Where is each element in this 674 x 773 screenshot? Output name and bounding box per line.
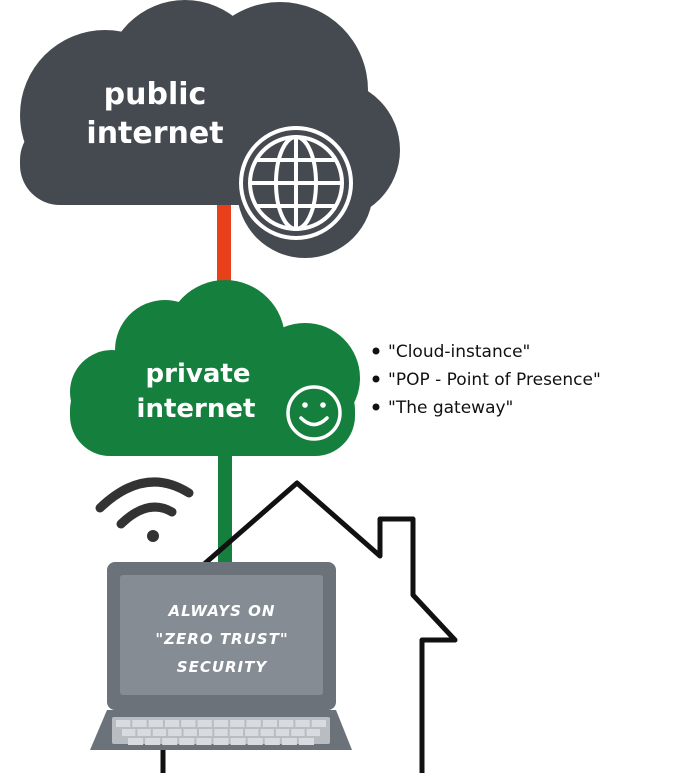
- laptop-screen-line3: SECURITY: [177, 658, 269, 676]
- public-cloud-label-line1: public: [104, 77, 207, 112]
- laptop-screen-line2: "ZERO TRUST": [155, 630, 288, 648]
- bullet-item-gateway: "The gateway": [388, 398, 513, 418]
- keyboard-key: [197, 720, 212, 727]
- keyboard-key: [306, 729, 320, 736]
- bullet-item-cloud-instance: "Cloud-instance": [388, 342, 530, 362]
- bullet-dot: [372, 375, 380, 383]
- smiley-icon: [286, 385, 342, 441]
- keyboard-key: [245, 729, 259, 736]
- keyboard-key: [264, 738, 280, 745]
- keyboard-key: [247, 738, 263, 745]
- keyboard-key: [128, 738, 144, 745]
- keyboard-key: [181, 720, 196, 727]
- keyboard-key: [132, 720, 147, 727]
- keyboard-key: [152, 729, 167, 736]
- bullet-dot: [372, 347, 380, 355]
- keyboard-key: [281, 738, 297, 745]
- laptop-icon: ALWAYS ON "ZERO TRUST" SECURITY: [90, 562, 352, 750]
- gateway-bullet-list: "Cloud-instance" "POP - Point of Presenc…: [372, 342, 601, 418]
- keyboard-key: [275, 729, 290, 736]
- keyboard-key: [295, 720, 310, 727]
- laptop-screen: [120, 575, 323, 695]
- keyboard-key: [179, 738, 195, 745]
- keyboard-key: [214, 729, 228, 736]
- private-cloud-label-line2: internet: [137, 394, 256, 424]
- public-internet-cloud: public internet: [20, 0, 400, 258]
- private-internet-cloud: private internet: [70, 280, 360, 456]
- keyboard-key: [122, 729, 136, 736]
- keyboard-key: [198, 729, 213, 736]
- keyboard-key: [168, 729, 182, 736]
- keyboard-key: [183, 729, 197, 736]
- keyboard-key: [162, 738, 178, 745]
- keyboard-key: [311, 720, 326, 727]
- globe-icon: [239, 126, 353, 240]
- keyboard-key: [196, 738, 212, 745]
- keyboard-key: [213, 720, 229, 727]
- keyboard-key: [137, 729, 151, 736]
- keyboard-key: [145, 738, 161, 745]
- keyboard-key: [213, 738, 229, 745]
- keyboard-key: [230, 720, 245, 727]
- keyboard-key: [246, 720, 261, 727]
- downlink-line: [218, 440, 232, 575]
- keyboard-key: [262, 720, 278, 727]
- keyboard-key: [298, 738, 314, 745]
- keyboard-key: [116, 720, 131, 727]
- uplink-line: [217, 190, 231, 295]
- bullet-item-pop: "POP - Point of Presence": [388, 370, 601, 390]
- keyboard-key: [291, 729, 305, 736]
- bullet-dot: [372, 403, 380, 411]
- private-cloud-label-line1: private: [146, 359, 251, 389]
- public-cloud-label-line2: internet: [86, 116, 223, 151]
- keyboard-key: [230, 738, 246, 745]
- keyboard-key: [148, 720, 163, 727]
- keyboard-key: [164, 720, 180, 727]
- keyboard-key: [229, 729, 244, 736]
- keyboard-key: [260, 729, 274, 736]
- keyboard-keys: [116, 720, 326, 745]
- laptop-screen-line1: ALWAYS ON: [168, 602, 276, 620]
- wifi-icon: [95, 477, 194, 542]
- keyboard-key: [279, 720, 294, 727]
- house-outline-icon: [160, 480, 458, 773]
